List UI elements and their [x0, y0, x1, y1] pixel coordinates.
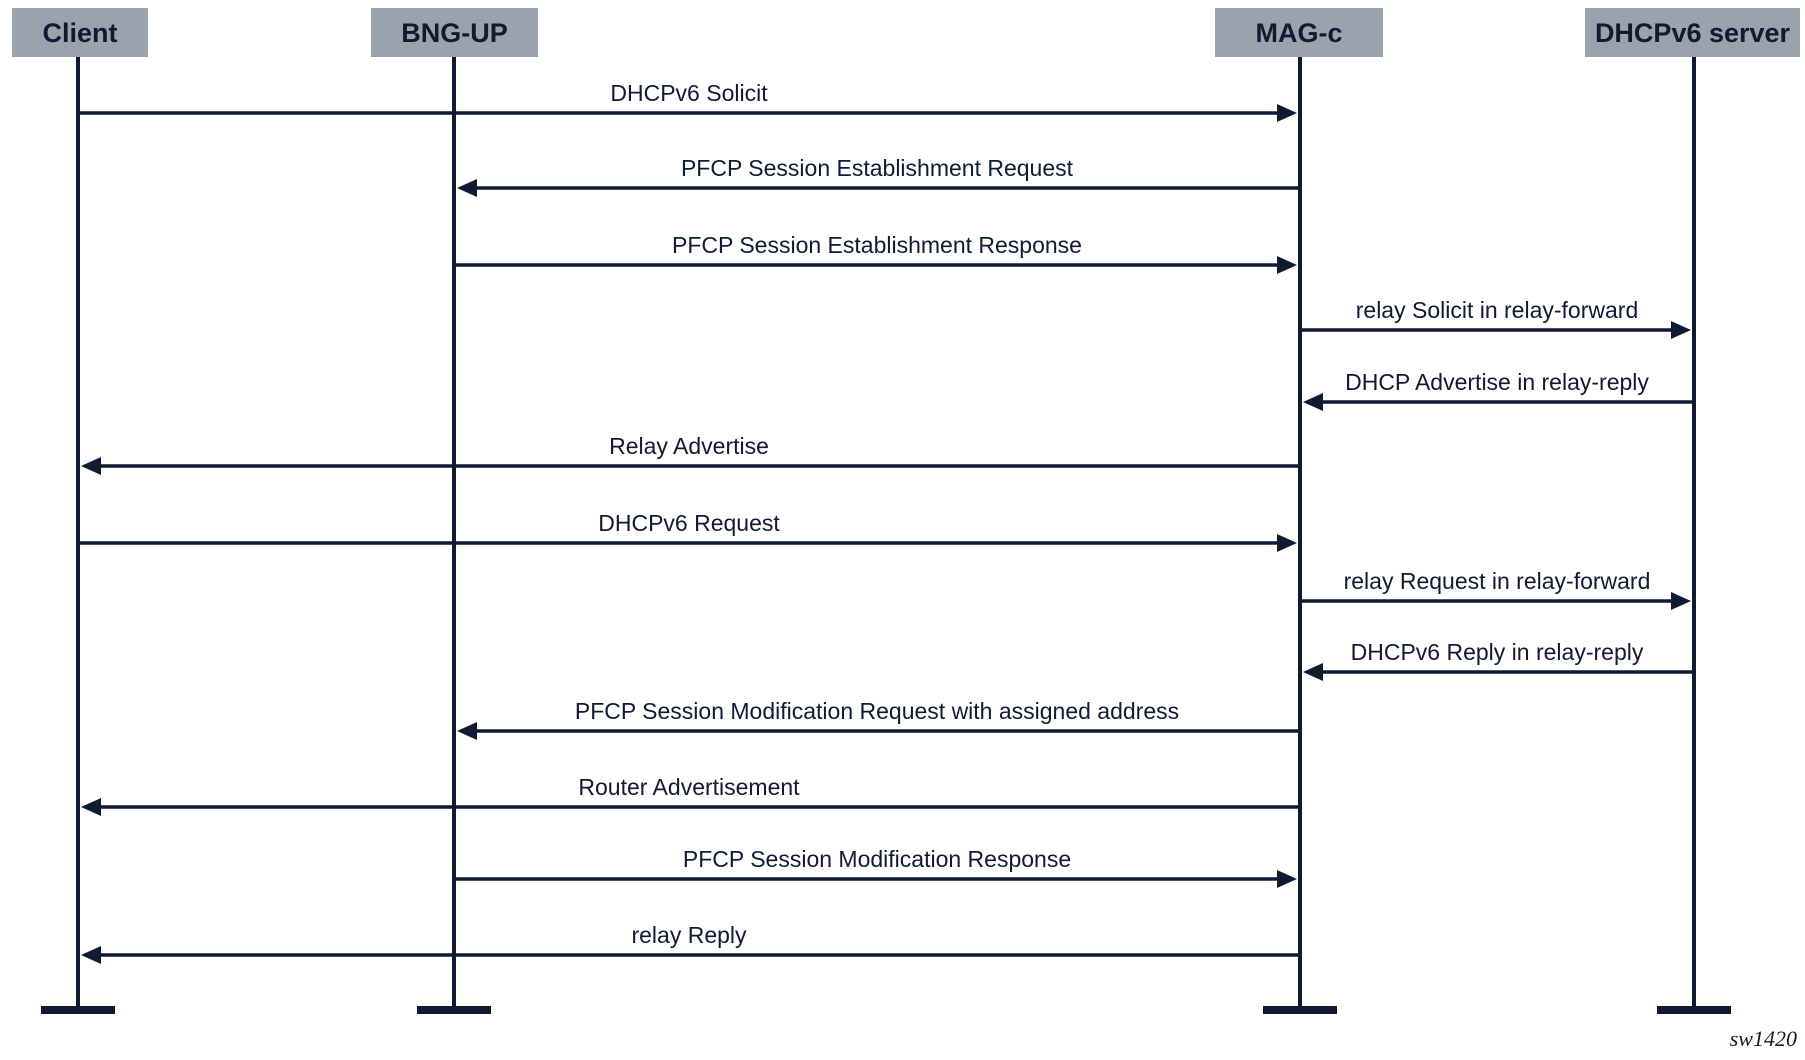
participant-box-dhcpv6_server [1585, 8, 1800, 57]
message-label: relay Solicit in relay-forward [1356, 297, 1638, 323]
participant-box-client [12, 8, 148, 57]
message-label: relay Reply [631, 922, 747, 948]
participant-label-bng_up: BNG-UP [401, 18, 508, 48]
message-arrowhead [1277, 534, 1297, 552]
message-12: PFCP Session Modification Response [454, 846, 1297, 888]
message-label: relay Request in relay-forward [1344, 568, 1651, 594]
message-arrowhead [1277, 870, 1297, 888]
message-arrowhead [1303, 663, 1323, 681]
message-10: PFCP Session Modification Request with a… [457, 698, 1300, 740]
participant-label-mag_c: MAG-c [1256, 18, 1343, 48]
message-label: DHCPv6 Request [598, 510, 780, 536]
message-arrowhead [1277, 256, 1297, 274]
message-arrowhead [1671, 321, 1691, 339]
message-arrowhead [1277, 104, 1297, 122]
message-7: DHCPv6 Request [78, 510, 1297, 552]
message-label: Router Advertisement [578, 774, 800, 800]
message-5: DHCP Advertise in relay-reply [1303, 369, 1694, 411]
participant-label-client: Client [42, 18, 117, 48]
message-label: Relay Advertise [609, 433, 769, 459]
message-arrowhead [457, 722, 477, 740]
message-arrowhead [457, 179, 477, 197]
participant-box-mag_c [1215, 8, 1383, 57]
message-label: DHCP Advertise in relay-reply [1345, 369, 1649, 395]
lifelines [41, 57, 1731, 1014]
message-6: Relay Advertise [81, 433, 1300, 475]
message-13: relay Reply [81, 922, 1300, 964]
message-8: relay Request in relay-forward [1300, 568, 1691, 610]
participant-headers: Client BNG-UP MAG-c DHCPv6 server [12, 8, 1800, 57]
message-label: PFCP Session Modification Request with a… [575, 698, 1179, 724]
figure-id: sw1420 [1730, 1026, 1797, 1051]
message-arrowhead [81, 946, 101, 964]
participant-box-bng_up [371, 8, 538, 57]
message-11: Router Advertisement [81, 774, 1300, 816]
message-label: PFCP Session Establishment Response [672, 232, 1082, 258]
message-label: DHCPv6 Reply in relay-reply [1351, 639, 1644, 665]
message-4: relay Solicit in relay-forward [1300, 297, 1691, 339]
message-label: PFCP Session Modification Response [683, 846, 1071, 872]
message-2: PFCP Session Establishment Request [457, 155, 1300, 197]
message-3: PFCP Session Establishment Response [454, 232, 1297, 274]
message-label: PFCP Session Establishment Request [681, 155, 1074, 181]
message-1: DHCPv6 Solicit [78, 80, 1297, 122]
message-9: DHCPv6 Reply in relay-reply [1303, 639, 1694, 681]
participant-label-dhcpv6_server: DHCPv6 server [1595, 18, 1791, 48]
message-label: DHCPv6 Solicit [610, 80, 768, 106]
message-arrowhead [81, 457, 101, 475]
message-arrowhead [1671, 592, 1691, 610]
message-arrowhead [1303, 393, 1323, 411]
message-arrowhead [81, 798, 101, 816]
